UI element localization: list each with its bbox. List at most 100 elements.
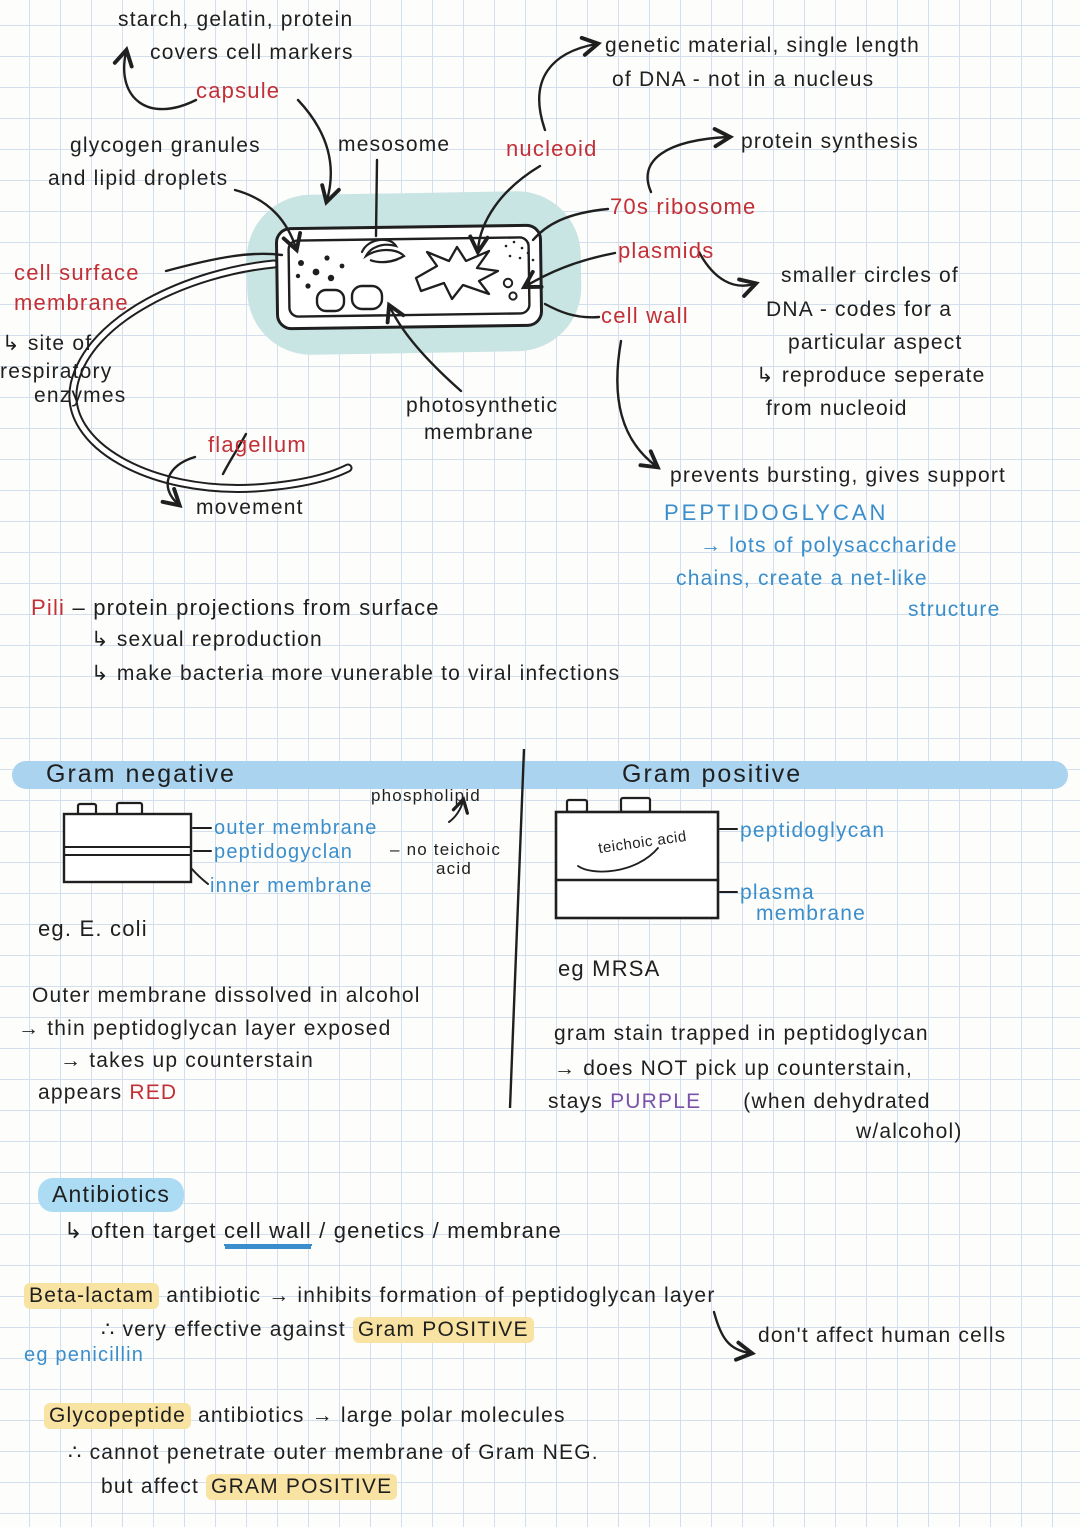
gram-negative-example: eg. E. coli (38, 916, 148, 941)
plasma-membrane-label-line2: membrane (756, 902, 866, 925)
arrow-nucleoid-to-cell (468, 164, 542, 257)
glycopeptide-line1: Glycopeptide antibiotics → large polar m… (44, 1403, 566, 1429)
capsule-label: capsule (196, 78, 281, 103)
gram-negative-title: Gram negative (46, 760, 236, 788)
gram-pos-note-line1: gram stain trapped in peptidoglycan (554, 1022, 929, 1045)
stays-text: stays (548, 1090, 611, 1113)
gram-positive-highlight-1: Gram POSITIVE (352, 1317, 534, 1343)
photosynthetic-label-line1: photosynthetic (406, 394, 559, 417)
target-suffix: / genetics / membrane (311, 1218, 562, 1243)
pili-note-line1: ↳ sexual reproduction (91, 628, 323, 651)
nucleoid-label: nucleoid (506, 136, 598, 161)
peptidoglycan-note-line3: structure (908, 598, 1001, 621)
column-divider-line (508, 748, 526, 1109)
peptidoglycan-note-line1: → lots of polysaccharide (700, 534, 958, 557)
dont-affect-note: don't affect human cells (758, 1324, 1007, 1347)
gram-neg-note-line2: → thin peptidoglycan layer exposed (18, 1017, 392, 1040)
nucleoid-drawing (414, 245, 500, 301)
photosynthetic-label-line2: membrane (424, 421, 534, 444)
arrow-ribosome-to-note (646, 127, 735, 194)
antibiotics-heading-wrap: Antibiotics (38, 1178, 185, 1212)
but-affect-text: but affect (101, 1475, 207, 1498)
nucleoid-note-line2: of DNA - not in a nucleus (612, 68, 875, 91)
line-membrane-to-cell (164, 252, 284, 273)
beta-line2-prefix: ∴ very effective against (101, 1318, 353, 1341)
mesosome-label: mesosome (338, 133, 451, 156)
capsule-note-line1: starch, gelatin, protein (118, 8, 354, 31)
outer-membrane-label: outer membrane (214, 817, 378, 839)
beta-lactam-rest: antibiotic → inhibits formation of pepti… (159, 1284, 716, 1307)
ribosome-note: protein synthesis (741, 130, 919, 153)
gram-pos-note-line4: w/alcohol) (856, 1120, 963, 1143)
cell-highlight-blob (246, 191, 582, 355)
arrow-nucleoid-to-note (538, 35, 602, 132)
glycopeptide-line2: ∴ cannot penetrate outer membrane of Gra… (68, 1441, 599, 1464)
capsule-note-line2: covers cell markers (150, 41, 354, 64)
plasmids-drawing (502, 277, 518, 301)
lipid-droplets-drawing (315, 284, 384, 313)
line-mesosome (374, 158, 379, 238)
antibiotics-heading: Antibiotics (38, 1178, 185, 1212)
cell-wall-underlined: cell wall (223, 1218, 312, 1246)
gram-positive-example: eg MRSA (558, 956, 661, 981)
membrane-note-line1: ↳ site of (2, 332, 93, 355)
membrane-note-line3: enzymes (34, 384, 127, 407)
target-prefix: ↳ often target (64, 1218, 224, 1243)
ribosome-label: 70s ribosome (610, 194, 757, 219)
gram-neg-note-line1: Outer membrane dissolved in alcohol (32, 984, 421, 1007)
arrow-cellwall-to-note (616, 339, 661, 470)
gram-neg-note-line4: appears RED (38, 1081, 177, 1105)
purple-stain-word: PURPLE (610, 1090, 702, 1113)
cell-wall-label: cell wall (601, 303, 689, 328)
teichoic-acid-label: teichoic acid (597, 827, 688, 858)
glycopeptide-highlight: Glycopeptide (44, 1403, 191, 1429)
penicillin-example: eg penicillin (24, 1344, 145, 1366)
glycogen-granules-dots (295, 255, 345, 289)
cell-surface-membrane-label-line2: membrane (14, 290, 129, 315)
pili-def-text: – protein projections from surface (72, 595, 440, 620)
gram-positive-highlight-2: GRAM POSITIVE (206, 1474, 398, 1500)
cell-surface-membrane-label-line1: cell surface (14, 260, 140, 285)
ribosome-stipple (504, 240, 535, 262)
gram-pos-note-line3: stays PURPLE (when dehydrated (548, 1090, 931, 1114)
granules-label-line1: glycogen granules (70, 134, 261, 157)
beta-lactam-line2: ∴ very effective against Gram POSITIVE (101, 1317, 534, 1343)
mesosome-drawing (360, 238, 406, 264)
nucleoid-note-line1: genetic material, single length (605, 34, 921, 57)
red-stain-word: RED (129, 1081, 178, 1104)
arrow-granules-to-cell (233, 188, 303, 254)
cell-wall-note: prevents bursting, gives support (670, 464, 1007, 487)
flagellum-label: flagellum (208, 432, 307, 457)
plasmids-note-line4: ↳ reproduce seperate (756, 364, 986, 387)
arrow-movement (160, 455, 197, 509)
glycopeptide-line3: but affect GRAM POSITIVE (101, 1474, 398, 1500)
arrow-dont-affect (712, 1310, 757, 1362)
gram-positive-diagram (554, 796, 738, 920)
arrow-photosynthetic (385, 301, 463, 393)
antibiotics-target-line: ↳ often target cell wall / genetics / me… (64, 1218, 562, 1246)
line-cellwall-to-cell (543, 302, 601, 319)
pili-definition: Pili – protein projections from surface (31, 595, 440, 620)
beta-lactam-highlight: Beta-lactam (24, 1283, 160, 1309)
appears-text: appears (38, 1081, 130, 1104)
glycopeptide-rest: antibiotics → large polar molecules (190, 1404, 566, 1427)
dehydrated-text: (when dehydrated (743, 1090, 931, 1113)
plasmids-note-line1: smaller circles of (781, 264, 959, 287)
line-ribosome-to-cell (531, 207, 610, 242)
peptidoglycan-pos-label: peptidoglycan (740, 819, 886, 842)
granules-label-line2: and lipid droplets (48, 167, 229, 190)
bacteria-cell-drawing (275, 223, 543, 331)
plasmids-note-line3: particular aspect (788, 331, 963, 354)
inner-membrane-label: inner membrane (210, 875, 373, 897)
peptidoglycan-neg-label: peptidogyclan (214, 841, 354, 863)
arrow-capsule-to-cell (296, 98, 341, 206)
plasmids-label: plasmids (618, 238, 715, 263)
plasmids-note-line5: from nucleoid (766, 397, 908, 420)
arrow-plasmids-to-cell (520, 251, 617, 290)
pili-note-line2: ↳ make bacteria more vunerable to viral … (91, 662, 621, 685)
peptidoglycan-heading: PEPTIDOGLYCAN (664, 500, 889, 525)
no-teichoic-line1: – no teichoic (390, 840, 502, 859)
plasmids-note-line2: DNA - codes for a (766, 298, 953, 321)
beta-lactam-line1: Beta-lactam antibiotic → inhibits format… (24, 1283, 716, 1309)
